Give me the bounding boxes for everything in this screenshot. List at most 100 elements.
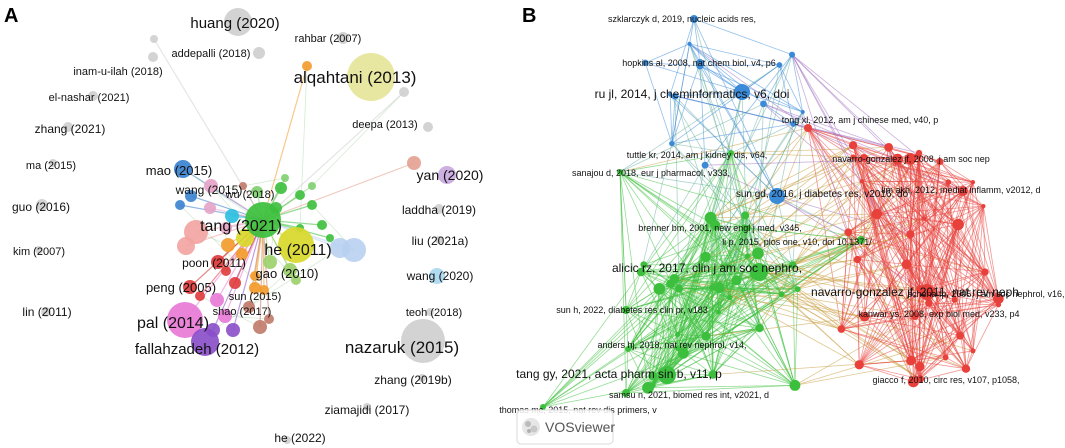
panel-b-node — [914, 152, 922, 160]
panel-b-label-13: navarro-gonzalez jf, 2011, nat rev neph — [811, 285, 1019, 299]
panel-b-node — [945, 179, 952, 185]
panel-b-nodes — [540, 15, 1004, 410]
panel-b-node — [709, 219, 721, 231]
panel-b-edge — [957, 224, 999, 299]
panel-b-edge — [644, 62, 673, 144]
panel-b-label-9: brenner bm, 2001, new engl j med, v345, — [638, 223, 802, 233]
panel-b-node — [636, 267, 646, 277]
panel-b-node — [850, 154, 857, 160]
panel-b-edge — [972, 182, 999, 299]
panel-b-node — [906, 355, 916, 366]
panel-b-edge — [983, 206, 986, 273]
panel-b-edge — [718, 311, 760, 329]
panel-b-edge — [897, 159, 912, 361]
panel-a-edge — [153, 38, 264, 221]
panel-b-edge — [619, 103, 764, 173]
panel-b-edge — [859, 364, 921, 380]
panel-b-edge — [897, 159, 911, 235]
panel-b-edge — [747, 144, 854, 229]
panel-b-node — [837, 325, 846, 333]
panel-b-edge — [677, 253, 759, 349]
panel-a-label-shao-2017: shao (2017) — [213, 306, 272, 318]
panel-b-edge — [962, 190, 986, 273]
panel-b-edge — [983, 206, 999, 299]
panel-b-edge — [791, 54, 804, 113]
panel-b-edge — [840, 181, 863, 330]
panel-b-edge — [791, 54, 863, 182]
panel-b-node — [794, 286, 801, 293]
panel-a-node-laddha-2019 — [434, 204, 444, 214]
panel-a-node — [326, 234, 334, 242]
panel-a-node — [177, 237, 195, 255]
panel-b-edge — [758, 271, 928, 293]
panel-a-node-yan-2020 — [438, 166, 456, 184]
panel-b-edge — [729, 297, 760, 329]
panel-b-edge — [711, 127, 809, 219]
panel-b-node — [713, 282, 725, 294]
panel-b-edge — [758, 271, 921, 380]
panel-b-node — [942, 354, 949, 361]
panel-b-node — [640, 261, 648, 269]
panel-b-node — [744, 253, 751, 259]
panel-b-node — [731, 275, 742, 286]
panel-a-edge — [224, 315, 270, 320]
panel-b-label-16: anders hj, 2018, nat rev nephrol, v14, — [597, 340, 746, 350]
panel-b-edge — [693, 18, 701, 64]
panel-a-label-pal-2014: pal (2014) — [137, 315, 209, 332]
panel-b-edge — [689, 43, 743, 93]
panel-a-label-addepalli-2018: addepalli (2018) — [172, 48, 251, 60]
panel-b-node-11 — [750, 263, 768, 281]
panel-b-node — [776, 62, 783, 68]
panel-b-edge — [913, 335, 961, 383]
panel-b-node — [922, 216, 927, 221]
panel-b-edge — [705, 335, 796, 386]
panel-b-edge — [674, 215, 746, 280]
panel-b-edge — [640, 271, 679, 349]
panel-b-node — [755, 323, 764, 333]
panel-b-edge — [677, 327, 760, 349]
panel-b-edge — [727, 157, 865, 267]
panel-b-node — [970, 348, 976, 354]
panel-b-edge — [759, 156, 854, 329]
panel-b-edge — [705, 213, 877, 258]
panel-b-node-18 — [916, 375, 924, 383]
panel-b-edge — [744, 215, 799, 290]
panel-b-edge — [699, 65, 803, 113]
panel-b-edge — [652, 278, 675, 386]
panel-b-edge — [619, 171, 764, 271]
panel-a-node — [236, 229, 254, 247]
panel-b-label-14: sun h, 2022, diabetes res clin pr, v183 — [556, 305, 708, 315]
panel-b-label-11: alicic rz, 2017, clin j am soc nephro, — [612, 261, 802, 275]
panel-b-node — [677, 347, 689, 359]
panel-b-edge — [712, 280, 737, 375]
panel-a-label-rahbar-2007: rahbar (2007) — [295, 33, 362, 45]
panel-a-node — [195, 291, 205, 301]
panel-b-label-7: lim akh, 2012, mediat inflamm, v2012, d — [881, 185, 1040, 195]
panel-b-edge — [791, 54, 919, 157]
panel-a-node-wang-2015 — [204, 179, 218, 193]
panel-a-label-poon-2011: poon (2011) — [182, 256, 246, 270]
panel-b-edge — [674, 252, 759, 280]
panel-b-edge — [744, 227, 782, 295]
panel-a-edge — [262, 65, 308, 221]
panel-b-edge — [763, 103, 911, 235]
panel-b-label-4: tuttle kr, 2014, am j kidney dis, v64, — [627, 150, 768, 160]
panel-b-node — [970, 180, 976, 185]
panel-a-label-he-2022: he (2022) — [274, 431, 325, 445]
panel-a-label-mao-2015: mao (2015) — [146, 163, 212, 178]
panel-b-edge — [747, 156, 854, 229]
panel-a-edge — [232, 219, 264, 331]
panel-b-edge — [671, 64, 780, 144]
panel-b-edge — [791, 54, 854, 158]
panel-b-node-15 — [911, 312, 919, 320]
panel-b-edge — [674, 278, 865, 318]
panel-b-edge — [928, 302, 961, 336]
panel-b-edge — [744, 127, 809, 216]
panel-b-edge — [947, 181, 986, 273]
panel-b-node — [778, 291, 785, 298]
panel-b-edge — [912, 182, 974, 382]
panel-a-node — [264, 314, 274, 324]
panel-b-edge — [763, 269, 912, 361]
panel-b-edge — [848, 231, 930, 304]
panel-b-node — [915, 361, 925, 372]
